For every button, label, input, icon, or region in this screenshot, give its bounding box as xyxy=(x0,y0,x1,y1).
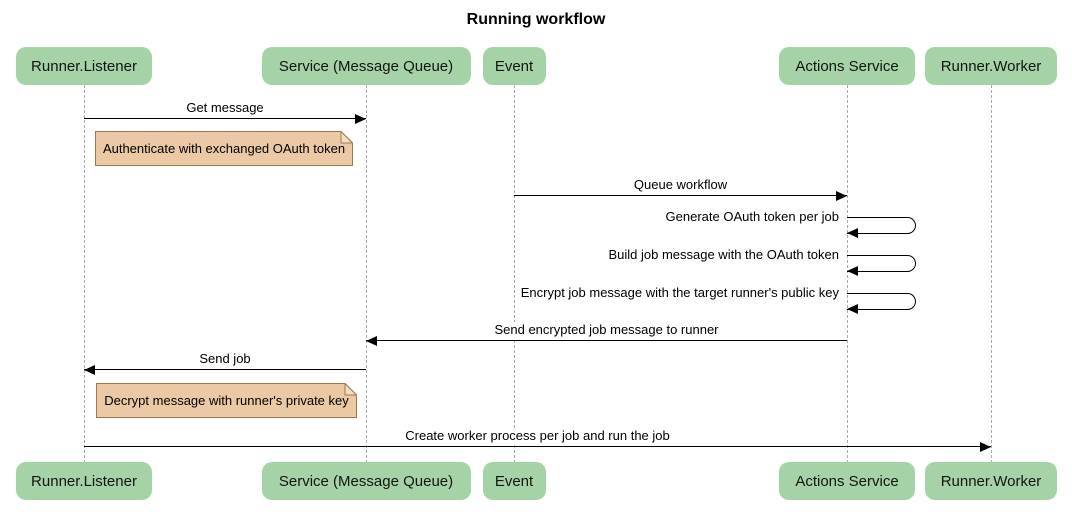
message-label: Send job xyxy=(196,351,254,367)
participant-actions-service-bottom: Actions Service xyxy=(779,462,915,500)
message-label: Queue workflow xyxy=(630,177,731,193)
arrowhead-left-icon xyxy=(847,266,858,276)
lifeline-runner-listener xyxy=(84,85,85,463)
message-label: Create worker process per job and run th… xyxy=(402,428,673,444)
note: Decrypt message with runner's private ke… xyxy=(96,383,357,418)
message-label: Get message xyxy=(183,100,267,116)
self-loop xyxy=(847,255,916,272)
self-message-label: Generate OAuth token per job xyxy=(662,209,842,225)
message-line xyxy=(84,446,991,447)
participant-runner-listener-top: Runner.Listener xyxy=(16,47,152,85)
message-line xyxy=(84,369,366,370)
lifeline-service-message-queue xyxy=(366,85,367,463)
message-label: Send encrypted job message to runner xyxy=(491,322,722,338)
message-line xyxy=(514,195,847,196)
diagram-title: Running workflow xyxy=(466,11,606,28)
message-line xyxy=(84,118,366,119)
note-shape xyxy=(95,131,353,166)
participant-actions-service-top: Actions Service xyxy=(779,47,915,85)
self-message-label: Encrypt job message with the target runn… xyxy=(517,285,842,301)
participant-event-top: Event xyxy=(482,47,546,85)
arrowhead-right-icon xyxy=(980,442,991,452)
arrowhead-left-icon xyxy=(847,304,858,314)
arrowhead-right-icon xyxy=(355,114,366,124)
lifeline-runner-worker xyxy=(991,85,992,463)
lifeline-event xyxy=(514,85,515,463)
participant-service-message-queue-bottom: Service (Message Queue) xyxy=(261,462,471,500)
participant-service-message-queue-top: Service (Message Queue) xyxy=(261,47,471,85)
note-shape xyxy=(96,383,357,418)
arrowhead-left-icon xyxy=(84,365,95,375)
self-loop xyxy=(847,217,916,234)
self-loop xyxy=(847,293,916,310)
note: Authenticate with exchanged OAuth token xyxy=(95,131,353,166)
participant-runner-worker-top: Runner.Worker xyxy=(925,47,1057,85)
note-label: Authenticate with exchanged OAuth token xyxy=(102,141,346,156)
arrowhead-right-icon xyxy=(836,191,847,201)
participant-runner-worker-bottom: Runner.Worker xyxy=(925,462,1057,500)
message-line xyxy=(366,340,847,341)
note-label: Decrypt message with runner's private ke… xyxy=(104,393,349,408)
participant-event-bottom: Event xyxy=(482,462,546,500)
arrowhead-left-icon xyxy=(847,228,858,238)
arrowhead-left-icon xyxy=(366,336,377,346)
self-message-label: Build job message with the OAuth token xyxy=(605,247,842,263)
participant-runner-listener-bottom: Runner.Listener xyxy=(16,462,152,500)
